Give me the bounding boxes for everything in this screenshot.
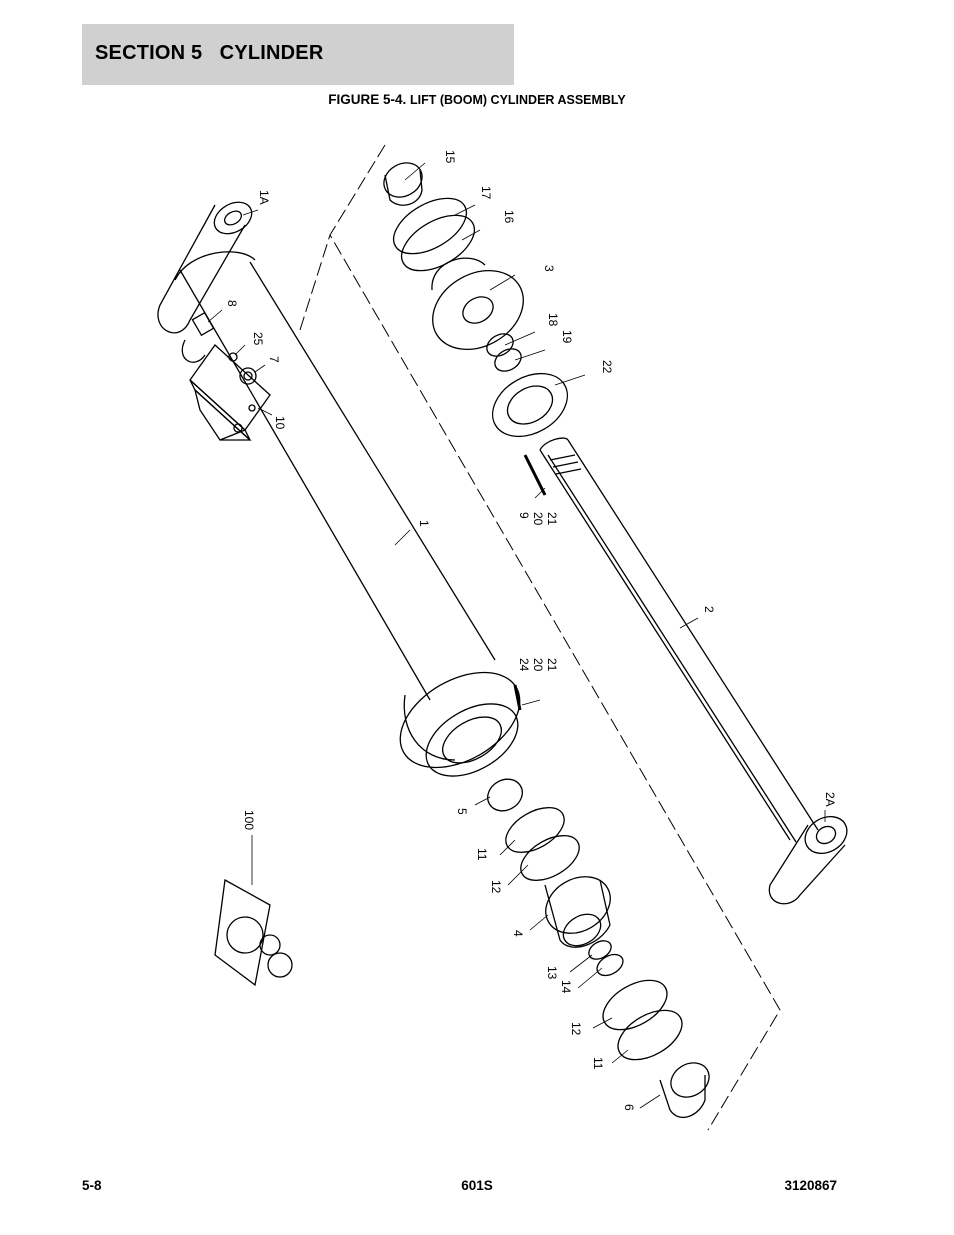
callout-13: 13 — [545, 966, 559, 980]
callout-5: 5 — [455, 808, 469, 815]
callout-2A: 2A — [823, 792, 837, 807]
figure-number: FIGURE 5-4. — [328, 92, 407, 107]
assembly-boundary-lines — [299, 144, 781, 1131]
section-title: SECTION 5 CYLINDER — [95, 42, 324, 64]
section-header: SECTION 5 CYLINDER — [82, 24, 514, 85]
callout-leaders — [207, 162, 826, 1109]
callout-21b: 21 — [545, 658, 559, 672]
callout-25: 25 — [251, 332, 265, 346]
callout-18: 18 — [546, 313, 560, 327]
callout-14: 14 — [559, 980, 573, 994]
callout-20b: 20 — [531, 658, 545, 672]
callout-12a: 12 — [489, 880, 503, 894]
callout-3: 3 — [542, 265, 556, 272]
seal-kit — [214, 878, 293, 987]
callout-2: 2 — [702, 606, 716, 613]
callout-20a: 20 — [531, 512, 545, 526]
callout-11a: 11 — [475, 848, 489, 861]
figure-title: LIFT (BOOM) CYLINDER ASSEMBLY — [410, 93, 626, 107]
callout-21a: 21 — [545, 512, 559, 526]
callout-22: 22 — [600, 360, 614, 374]
callout-1A: 1A — [257, 190, 271, 205]
callout-16: 16 — [502, 210, 516, 224]
piston-assembly — [487, 684, 710, 1119]
callout-19: 19 — [560, 330, 574, 344]
callout-17: 17 — [479, 186, 493, 200]
callout-6: 6 — [622, 1104, 636, 1111]
footer-manual-number: 3120867 — [784, 1178, 837, 1193]
callout-12b: 12 — [569, 1022, 583, 1036]
callout-4: 4 — [511, 930, 525, 937]
cylinder-head — [383, 162, 569, 496]
callout-1: 1 — [417, 520, 431, 527]
callout-24: 24 — [517, 658, 531, 672]
callout-15: 15 — [443, 150, 457, 164]
cylinder-rod — [539, 437, 848, 905]
callout-7: 7 — [267, 356, 281, 363]
holding-valve-block — [189, 311, 271, 441]
callout-100: 100 — [242, 810, 256, 830]
figure-caption: FIGURE 5-4. LIFT (BOOM) CYLINDER ASSEMBL… — [0, 92, 954, 107]
callout-8: 8 — [225, 300, 239, 307]
callout-9: 9 — [517, 512, 531, 519]
footer-page-number: 5-8 — [82, 1178, 102, 1193]
footer-model: 601S — [461, 1178, 493, 1193]
callout-10: 10 — [273, 416, 287, 430]
cylinder-barrel — [157, 201, 521, 777]
callout-11b: 11 — [591, 1057, 605, 1070]
